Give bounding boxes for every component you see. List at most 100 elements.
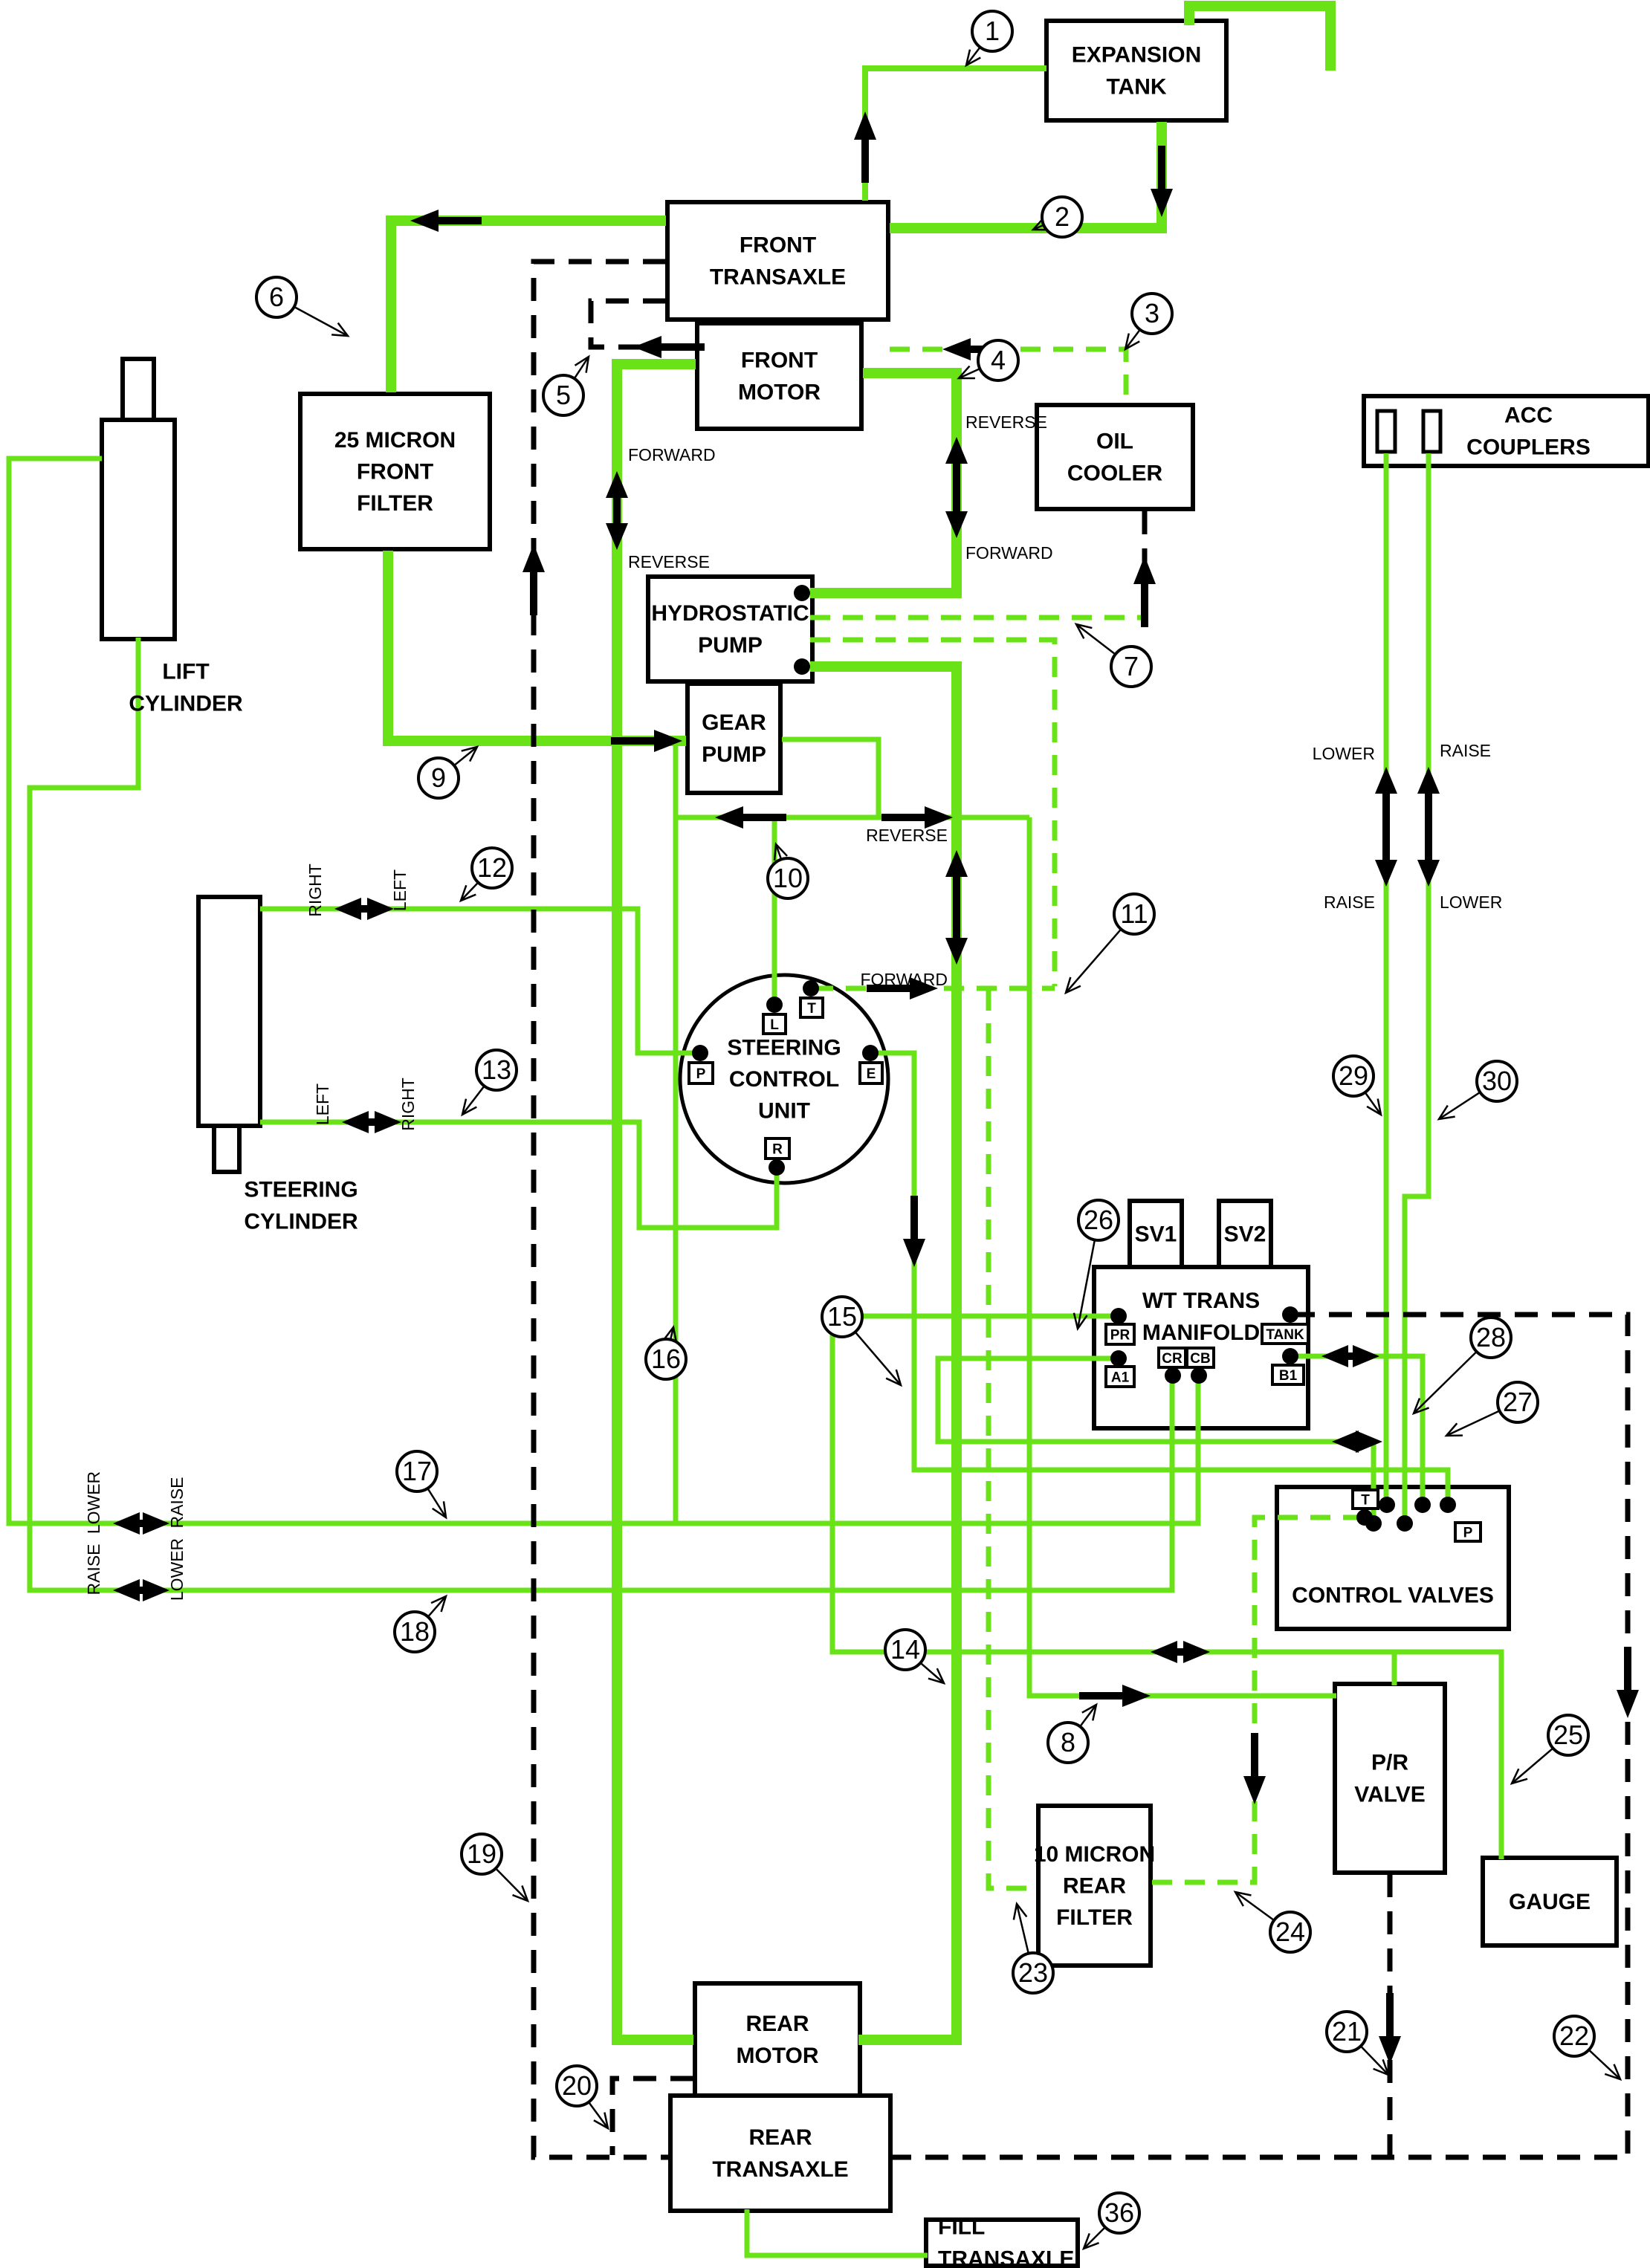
callout-number-28: 28: [1476, 1322, 1506, 1352]
callout-leader-19: [495, 1867, 528, 1902]
callout-leader-head-11: [1064, 976, 1081, 995]
lift-cylinder-label-label: LIFT: [162, 660, 209, 684]
arrow-head: [1417, 860, 1440, 887]
callout-number-13: 13: [482, 1054, 511, 1085]
callout-number-24: 24: [1275, 1917, 1305, 1947]
port-r: [764, 1137, 791, 1160]
hydrostatic-pump-label: PUMP: [698, 633, 763, 658]
callout-leader-36: [1083, 2226, 1106, 2249]
arrow-right-line9: [654, 730, 682, 752]
arrow-left-line3: [942, 338, 971, 360]
sv1-solenoid-label: SV1: [1135, 1222, 1177, 1247]
arrow-left-line6: [410, 210, 439, 232]
callout-15: [821, 1295, 864, 1338]
front-motor: [695, 321, 864, 431]
line-6-transaxle-to-filter: [386, 216, 666, 392]
arrow-head: [143, 1579, 169, 1601]
arrow-down-line24: [1243, 1776, 1266, 1804]
callout-number-36: 36: [1104, 2197, 1134, 2228]
front-filter-label: FRONT: [357, 460, 433, 485]
lift-cylinder-rod: [120, 357, 156, 422]
callout-number-29: 29: [1339, 1060, 1368, 1091]
arrow-head: [1151, 1641, 1177, 1663]
line-1-tank-supply: [862, 65, 1046, 201]
port-dot: [1110, 1308, 1127, 1324]
port-label-tank: TANK: [1266, 1327, 1304, 1343]
arrow-head: [367, 898, 394, 920]
a1-port-line: [935, 1355, 1376, 1525]
arrow-head: [606, 471, 628, 498]
callout-16: [644, 1338, 688, 1381]
arrow-head: [143, 1512, 169, 1535]
callout-leader-5: [573, 356, 590, 380]
callout-leader-head-9: [461, 745, 479, 762]
rear-filter-label: FILTER: [1056, 1905, 1133, 1930]
front-transaxle: [665, 200, 890, 322]
flow-label-right: RIGHT: [398, 1078, 418, 1131]
tank-vent-line: [1184, 1, 1336, 71]
pump-case-drain-lower: [810, 637, 1058, 986]
port-dot: [1191, 1367, 1207, 1384]
port-label-t: T: [807, 1001, 816, 1017]
callout-leader-7: [1075, 623, 1116, 655]
callout-27: [1496, 1381, 1539, 1424]
front-transaxle-label: FRONT: [740, 233, 816, 258]
callout-leader-head-19: [512, 1885, 530, 1903]
callout-number-15: 15: [827, 1301, 857, 1332]
callout-13: [475, 1049, 518, 1092]
arrow-right-scu-t: [910, 977, 938, 999]
callout-leader-head-2: [1031, 216, 1049, 231]
callout-number-1: 1: [985, 16, 1000, 46]
hydrostatic-pump: [646, 574, 815, 684]
port-dot: [1440, 1497, 1456, 1513]
front-motor-label: FRONT: [741, 349, 818, 373]
steering-control-unit-label: STEERING: [727, 1035, 841, 1060]
callout-14: [884, 1628, 927, 1671]
steering-cylinder-rod: [212, 1124, 242, 1174]
gear-pump-label: PUMP: [702, 742, 766, 767]
arrow-head: [375, 1111, 401, 1133]
callout-30: [1475, 1060, 1518, 1103]
port-t: [799, 997, 824, 1019]
main-drive-line: [810, 661, 962, 2045]
callout-number-12: 12: [477, 852, 507, 883]
front-to-rear-motor-left: [612, 359, 696, 2045]
flow-label-lower: LOWER: [84, 1471, 103, 1534]
flow-label-left: LEFT: [313, 1083, 332, 1125]
callout-leader-head-18: [430, 1594, 448, 1613]
lift-cylinder-label-label: CYLINDER: [129, 691, 243, 716]
flow-label-lower: LOWER: [1440, 892, 1502, 912]
callout-28: [1469, 1316, 1512, 1359]
callout-number-23: 23: [1018, 1957, 1048, 1988]
arrow-head: [1183, 1641, 1210, 1663]
flow-label-raise: RAISE: [1440, 741, 1491, 760]
callout-leader-29: [1364, 1092, 1382, 1115]
callout-number-11: 11: [1120, 898, 1148, 929]
callout-23: [1012, 1951, 1055, 1995]
callout-number-7: 7: [1124, 651, 1139, 681]
fill-transaxle-label: FILL: [938, 2215, 985, 2240]
port-dot: [862, 1045, 879, 1061]
callout-number-18: 18: [400, 1616, 430, 1647]
callout-3: [1130, 292, 1174, 335]
callout-24: [1269, 1911, 1312, 1954]
arrow-head: [606, 523, 628, 550]
hydrostatic-pump-label: HYDROSTATIC: [651, 601, 809, 626]
callout-17: [395, 1450, 439, 1493]
callout-leader-head-28: [1411, 1398, 1430, 1416]
pr-valve-label: VALVE: [1354, 1782, 1426, 1807]
arrow-up-line7: [1133, 556, 1156, 584]
front-filter-label: 25 MICRON: [334, 428, 456, 453]
callout-number-6: 6: [269, 282, 284, 312]
callout-29: [1332, 1054, 1375, 1098]
arrow-head: [945, 850, 968, 877]
tank-port-return: [892, 1312, 1631, 2160]
callout-leader-13: [462, 1085, 485, 1115]
gauge-label: GAUGE: [1509, 1890, 1591, 1914]
port-dot: [1110, 1350, 1127, 1367]
flow-label-lower: LOWER: [1313, 744, 1375, 763]
oil-cooler: [1035, 403, 1195, 511]
rear-filter: [1036, 1804, 1153, 1968]
front-filter-label: FILTER: [357, 491, 433, 516]
callout-leader-20: [588, 2101, 609, 2129]
